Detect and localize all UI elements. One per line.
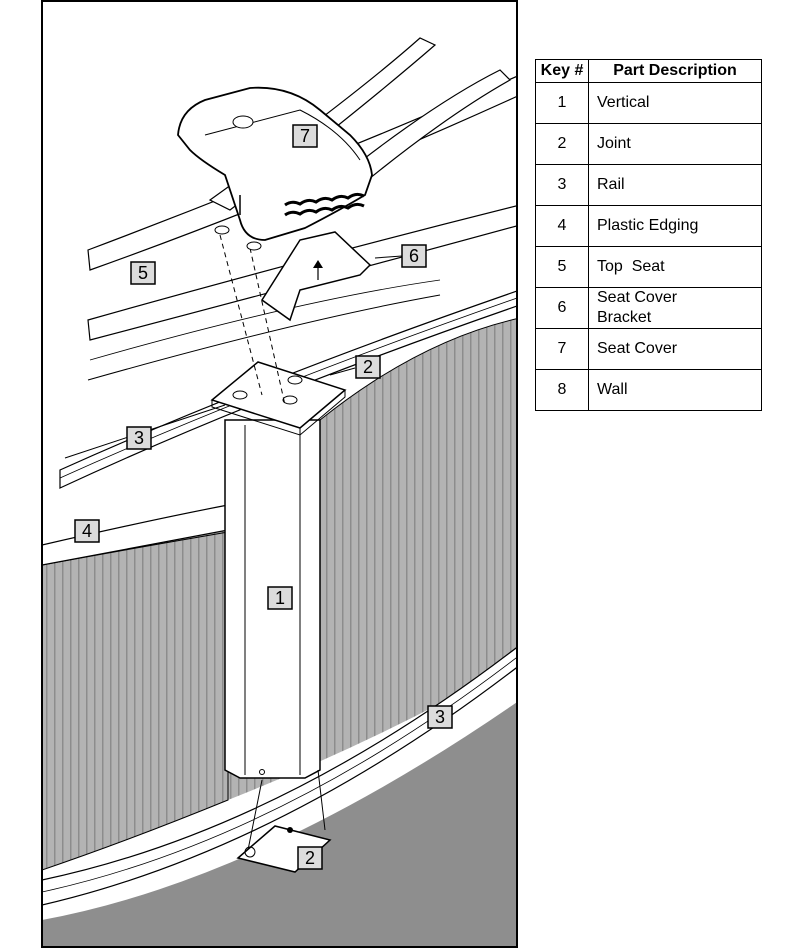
wall-lower-left <box>42 531 229 871</box>
ground <box>42 702 517 947</box>
key-column-header: Key # <box>535 59 589 83</box>
svg-text:3: 3 <box>134 428 144 448</box>
bottom-rail <box>42 646 517 906</box>
seat-cover-bracket <box>260 231 372 322</box>
key-cell: 7 <box>535 328 589 370</box>
description-column-header: Part Description <box>588 59 762 83</box>
callout-rail-top: 3 <box>126 426 152 450</box>
diagram-frame <box>41 0 518 948</box>
svg-text:2: 2 <box>305 848 315 868</box>
key-cell: 6 <box>535 287 589 329</box>
svg-text:7: 7 <box>300 126 310 146</box>
callout-seat-cover-bracket: 6 <box>401 244 427 268</box>
key-cell: 8 <box>535 369 589 411</box>
callout-joint-bottom: 2 <box>297 846 323 870</box>
callout-top-seat: 5 <box>130 261 156 285</box>
seat-cover <box>177 86 373 241</box>
svg-text:2: 2 <box>363 357 373 377</box>
description-cell: Wall <box>588 369 762 411</box>
svg-text:4: 4 <box>82 521 92 541</box>
callout-plastic-edging: 4 <box>74 519 100 543</box>
callout-seat-cover: 7 <box>292 124 318 148</box>
key-cell: 4 <box>535 205 589 247</box>
table-row: 8 Wall <box>535 369 762 411</box>
table-row: 7 Seat Cover <box>535 328 762 370</box>
svg-text:1: 1 <box>275 588 285 608</box>
table-row: 3 Rail <box>535 164 762 206</box>
description-cell: Seat Cover Bracket <box>588 287 762 329</box>
key-cell: 3 <box>535 164 589 206</box>
parts-table-header: Key # Part Description <box>535 59 762 83</box>
description-cell: Top Seat <box>588 246 762 288</box>
description-cell: Vertical <box>588 82 762 124</box>
description-cell: Plastic Edging <box>588 205 762 247</box>
svg-text:3: 3 <box>435 707 445 727</box>
description-cell: Rail <box>588 164 762 206</box>
table-row: 5 Top Seat <box>535 246 762 288</box>
table-row: 1 Vertical <box>535 82 762 124</box>
key-cell: 2 <box>535 123 589 165</box>
table-row: 6 Seat Cover Bracket <box>535 287 762 329</box>
description-cell: Seat Cover <box>588 328 762 370</box>
callout-joint-top: 2 <box>355 355 381 379</box>
svg-text:6: 6 <box>409 246 419 266</box>
key-cell: 1 <box>535 82 589 124</box>
svg-text:5: 5 <box>138 263 148 283</box>
description-cell: Joint <box>588 123 762 165</box>
callout-vertical: 1 <box>267 586 293 610</box>
parts-table: Key # Part Description 1 Vertical 2 Join… <box>535 59 762 411</box>
table-row: 4 Plastic Edging <box>535 205 762 247</box>
callout-rail-bottom: 3 <box>427 705 453 729</box>
table-row: 2 Joint <box>535 123 762 165</box>
key-cell: 5 <box>535 246 589 288</box>
